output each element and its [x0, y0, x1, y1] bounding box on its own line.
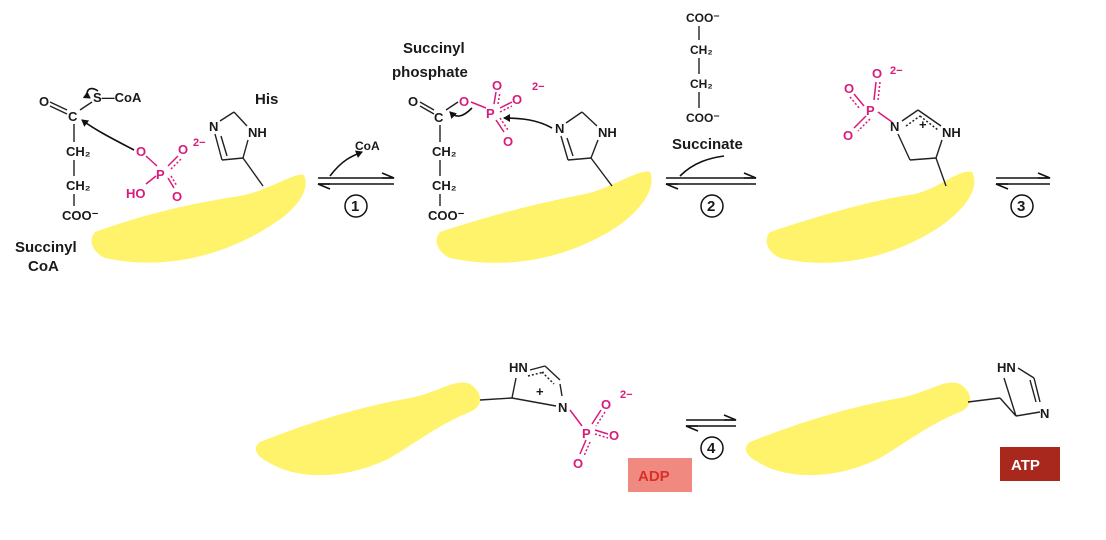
svg-text:2−: 2−	[890, 65, 903, 77]
histidine-imidazole-1: His N NH	[209, 91, 278, 187]
histidine-imidazole-final: HN N	[967, 360, 1049, 421]
equilibrium-arrow-step-4: 4	[685, 414, 737, 460]
svg-text:O: O	[609, 428, 619, 443]
phosphate-group-2: O P O O 2− O	[459, 78, 545, 149]
equilibrium-arrow-step-3: 3	[995, 172, 1051, 218]
succinate-structure: COO⁻ CH₂ CH₂ COO⁻ Succinate	[672, 11, 743, 153]
enzyme-blob-2	[436, 171, 652, 263]
svg-text:+: +	[919, 117, 927, 132]
svg-text:P: P	[866, 103, 875, 118]
svg-text:O: O	[844, 81, 854, 96]
svg-text:O: O	[503, 134, 513, 149]
svg-text:O: O	[872, 66, 882, 81]
svg-text:N: N	[890, 119, 899, 134]
step-number-4: 4	[707, 440, 716, 457]
svg-text:O: O	[512, 92, 522, 107]
svg-text:COO⁻: COO⁻	[686, 11, 720, 25]
phosphohistidine-structure: O O 2− P O N NH +	[843, 65, 961, 187]
histidine-imidazole-2: N NH	[503, 111, 617, 187]
svg-text:CH₂: CH₂	[690, 43, 713, 57]
succinyl-phosphate-structure: Succinyl phosphate O C CH₂ CH₂ COO⁻	[392, 40, 473, 223]
enzyme-blob-5	[745, 382, 971, 476]
svg-text:2−: 2−	[532, 81, 545, 93]
succinyl-phosphate-label-line2: phosphate	[392, 64, 468, 81]
svg-text:NH: NH	[248, 125, 267, 140]
svg-text:P: P	[582, 426, 591, 441]
svg-text:COO⁻: COO⁻	[428, 208, 465, 223]
svg-text:O: O	[573, 456, 583, 471]
coa-released-label: CoA	[355, 139, 380, 153]
phosphohistidine-structure-row2: HN + N	[479, 360, 583, 427]
svg-text:2−: 2−	[193, 137, 206, 149]
his-label: His	[255, 91, 278, 108]
succinyl-coa-label-line2: CoA	[28, 258, 59, 275]
svg-text:ATP: ATP	[1011, 457, 1040, 474]
svg-text:ADP: ADP	[638, 468, 670, 485]
svg-text:NH: NH	[598, 125, 617, 140]
svg-text:CH₂: CH₂	[690, 77, 713, 91]
carbonyl-oxygen: O	[39, 94, 49, 109]
svg-text:2−: 2−	[620, 389, 633, 401]
equilibrium-arrow-step-2: 2	[665, 155, 757, 218]
succinyl-coa-label-line1: Succinyl	[15, 239, 77, 256]
step-number-3: 3	[1017, 198, 1025, 215]
svg-text:NH: NH	[942, 125, 961, 140]
svg-text:HN: HN	[509, 360, 528, 375]
enzyme-blob-3	[766, 171, 975, 263]
phosphate-group-1: O P O 2− HO O	[126, 137, 206, 204]
svg-text:N: N	[1040, 406, 1049, 421]
s-coa-group: S—CoA	[93, 90, 142, 105]
enzyme-blob-1	[91, 174, 306, 263]
ch2-group-2: CH₂	[66, 178, 91, 193]
svg-text:CH₂: CH₂	[432, 144, 457, 159]
svg-text:O: O	[136, 144, 146, 159]
svg-text:C: C	[434, 110, 444, 125]
adp-badge: ADP	[628, 458, 692, 492]
svg-text:O: O	[492, 78, 502, 93]
svg-text:N: N	[558, 400, 567, 415]
svg-text:COO⁻: COO⁻	[686, 111, 720, 125]
step-number-2: 2	[707, 198, 715, 215]
carboxylate-group: COO⁻	[62, 208, 99, 223]
svg-text:P: P	[486, 106, 495, 121]
ch2-group-1: CH₂	[66, 144, 91, 159]
svg-text:CH₂: CH₂	[432, 178, 457, 193]
svg-text:O: O	[178, 142, 188, 157]
enzyme-blob-4	[255, 382, 481, 476]
svg-text:O: O	[601, 397, 611, 412]
svg-text:O: O	[408, 94, 418, 109]
atp-badge: ATP	[1000, 447, 1060, 481]
phosphate-group-4: O 2− P O O	[573, 389, 633, 471]
svg-text:O: O	[459, 94, 469, 109]
svg-text:P: P	[156, 167, 165, 182]
svg-text:+: +	[536, 384, 544, 399]
step-number-1: 1	[351, 198, 359, 215]
svg-text:O: O	[172, 189, 182, 204]
svg-text:N: N	[209, 119, 218, 134]
svg-text:HO: HO	[126, 186, 146, 201]
succinate-label: Succinate	[672, 136, 743, 153]
succinyl-coa-structure: O C S—CoA CH₂ CH₂ COO⁻ Succinyl CoA	[15, 87, 142, 275]
svg-text:O: O	[843, 128, 853, 143]
equilibrium-arrow-step-1: CoA 1	[317, 139, 395, 218]
carbonyl-carbon: C	[68, 109, 78, 124]
svg-text:HN: HN	[997, 360, 1016, 375]
svg-text:N: N	[555, 121, 564, 136]
succinyl-phosphate-label-line1: Succinyl	[403, 40, 465, 57]
